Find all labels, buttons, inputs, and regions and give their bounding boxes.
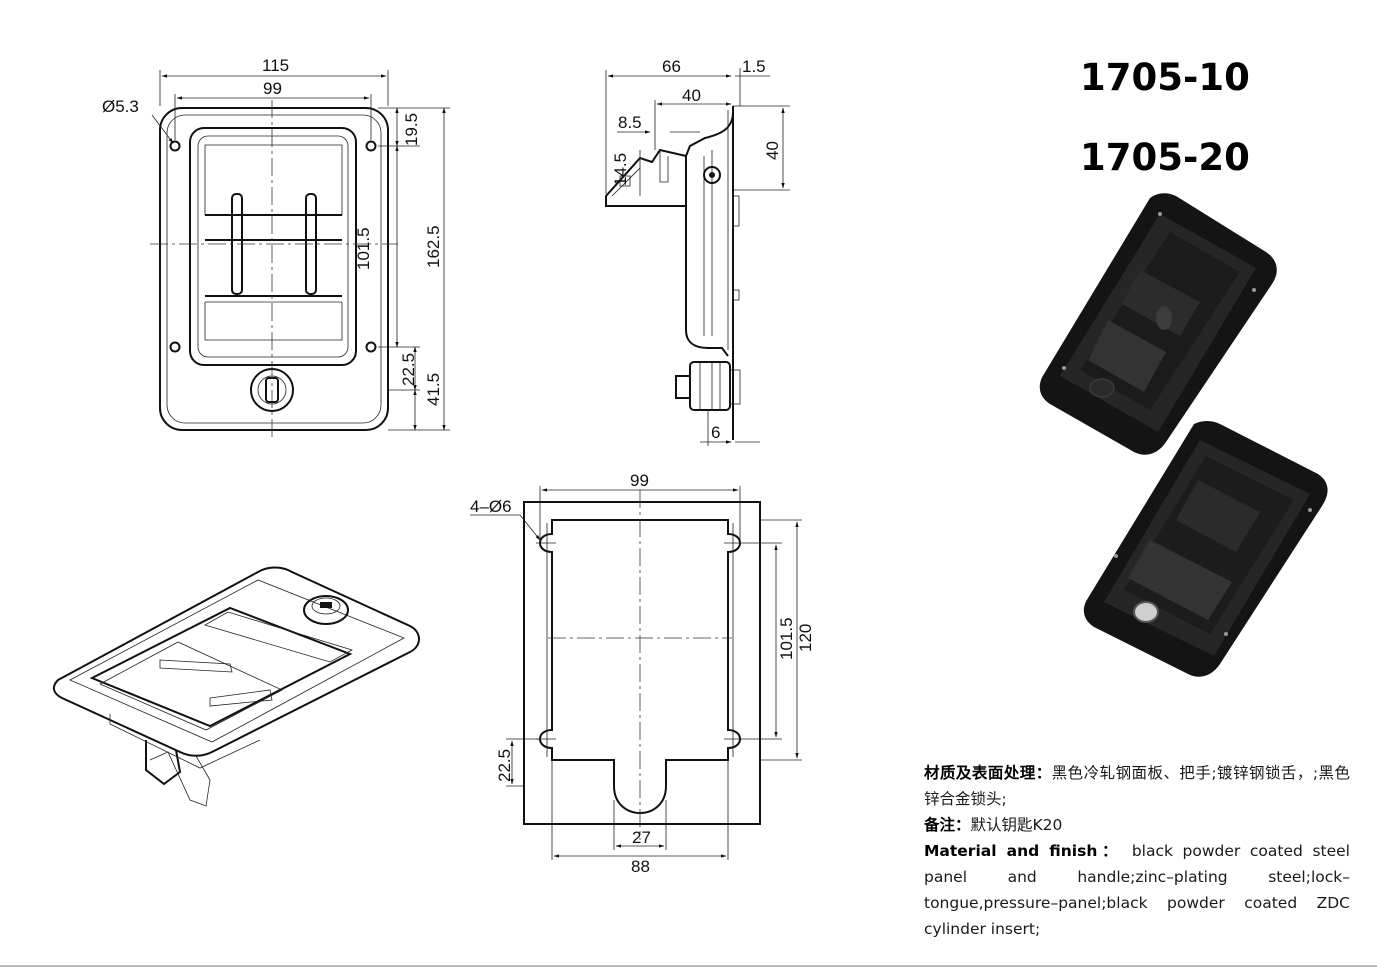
dim-115: 115 (262, 56, 289, 75)
dim-40-side-height: 40 (763, 141, 782, 160)
dim-14-5: 14.5 (611, 153, 630, 186)
cn-material-text: 黑色冷轧钢面板、把手;镀锌钢锁舌，;黑色锌合金锁头; (924, 764, 1350, 808)
product-photo-1705-10 (1039, 193, 1277, 455)
dim-holes: 4–Ø6 (470, 497, 512, 516)
dim-19-5: 19.5 (402, 113, 421, 146)
front-flange-outline (159, 107, 389, 431)
dim-hole-dia: Ø5.3 (102, 97, 139, 116)
dim-120: 120 (796, 624, 815, 652)
isometric-line-view (52, 566, 420, 807)
dim-99-front: 99 (263, 79, 282, 98)
dim-1-5: 1.5 (742, 57, 766, 76)
side-view: 66 1.5 40 8.5 14.5 40 6 (605, 57, 790, 446)
dim-88: 88 (631, 857, 650, 876)
dim-101-5-cutout: 101.5 (777, 617, 796, 660)
dim-22-5-cutout: 22.5 (495, 749, 514, 782)
note-text: 默认钥匙K20 (970, 816, 1063, 834)
dim-6: 6 (711, 423, 720, 442)
product-photo-1705-20 (1083, 421, 1328, 677)
en-material-label: Material and finish： (924, 842, 1123, 860)
dim-27: 27 (632, 828, 651, 847)
dim-99-cutout: 99 (630, 471, 649, 490)
dim-22-5-front: 22.5 (399, 353, 418, 386)
cutout-panel (523, 501, 761, 825)
note-label: 备注： (924, 816, 971, 834)
front-pan-outline (189, 127, 357, 366)
model-number-2: 1705-20 (1080, 136, 1250, 179)
cutout-view: 99 4–Ø6 101.5 120 22.5 27 88 (470, 471, 815, 876)
dim-101-5-front: 101.5 (354, 227, 373, 270)
cutout-shape (539, 519, 741, 814)
model-number-1: 1705-10 (1080, 56, 1250, 99)
dim-66: 66 (662, 57, 681, 76)
photo-lock-cylinder (1133, 601, 1159, 623)
front-hole-tr (365, 140, 377, 152)
dim-41-5: 41.5 (424, 373, 443, 406)
front-hole-tl (169, 140, 181, 152)
dim-162-5: 162.5 (424, 225, 443, 268)
front-hole-bl (169, 341, 181, 353)
front-hole-br (365, 341, 377, 353)
dim-8-5: 8.5 (618, 113, 642, 132)
side-pivot (703, 166, 721, 184)
front-view: 115 99 Ø5.3 19.5 101.5 162.5 22.5 41.5 (102, 56, 450, 440)
en-material-text: black powder coated steel panel and hand… (924, 842, 1350, 938)
side-cylinder (689, 361, 731, 411)
cn-material-label: 材质及表面处理： (924, 764, 1052, 782)
iso-lock (303, 595, 349, 625)
material-description: 材质及表面处理：黑色冷轧钢面板、把手;镀锌钢锁舌，;黑色锌合金锁头; 备注：默认… (924, 760, 1350, 942)
dim-40-side: 40 (682, 86, 701, 105)
